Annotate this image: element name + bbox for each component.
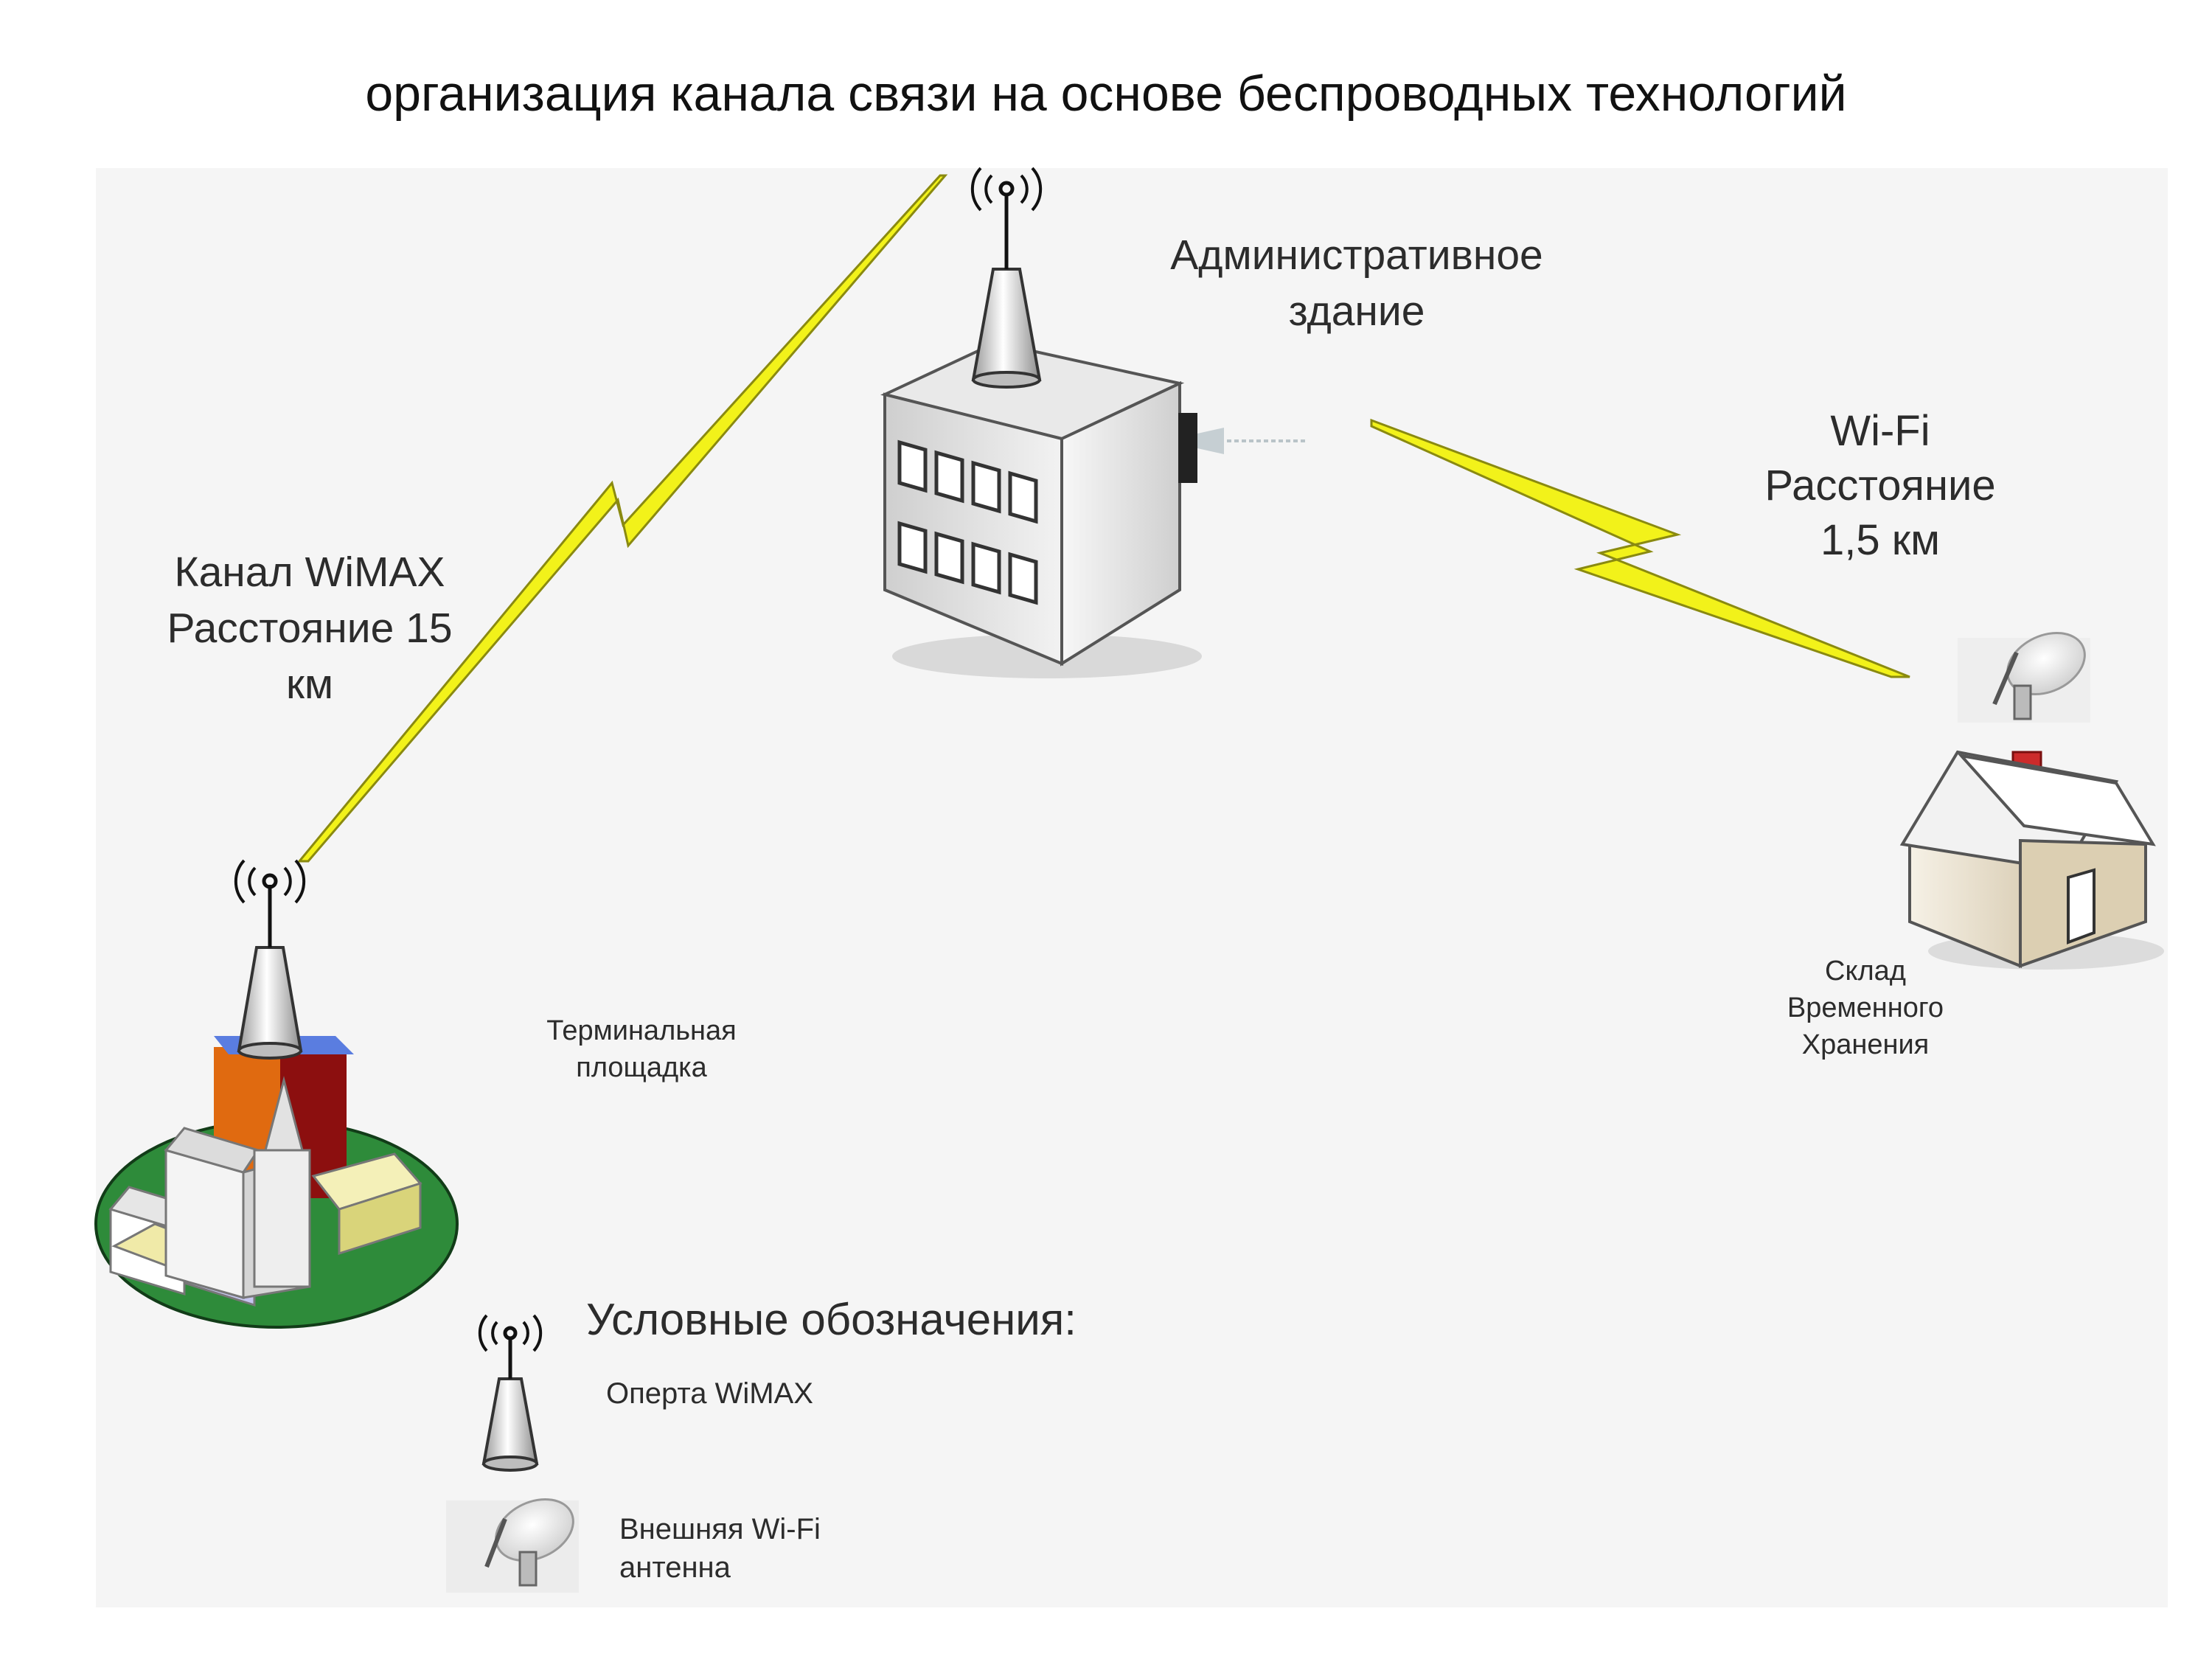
terminal-site-label: Терминальная площадка <box>546 1015 737 1083</box>
warehouse-wifi-dish-icon <box>1958 631 2090 723</box>
legend-item-wimax-label: Оперта WiMAX <box>606 1377 813 1410</box>
legend-item-wifi-label: Внешняя Wi-Fi антенна <box>619 1513 821 1584</box>
wimax-link-bolt <box>296 174 948 863</box>
warehouse-label: Склад Временного Хранения <box>1787 956 1944 1060</box>
terminal-wimax-antenna-icon <box>234 859 306 1060</box>
legend-heading: Условные обозначения: <box>586 1295 1077 1344</box>
admin-building-label: Административное здание <box>1170 232 1543 335</box>
page-title: организация канала связи на основе беспр… <box>365 66 1847 122</box>
legend-wimax-antenna-icon <box>478 1314 543 1472</box>
legend-wifi-dish-icon <box>446 1498 579 1593</box>
wimax-link-label: Канал WiMAX Расстояние 15 км <box>167 549 453 708</box>
wifi-link-label: Wi-Fi Расстояние 1,5 км <box>1764 407 1996 564</box>
wifi-link-bolt <box>1370 418 1910 678</box>
admin-wimax-antenna-icon <box>970 167 1043 389</box>
admin-building <box>880 341 1305 678</box>
terminal-site <box>94 1036 459 1329</box>
warehouse-house <box>1899 750 2164 970</box>
